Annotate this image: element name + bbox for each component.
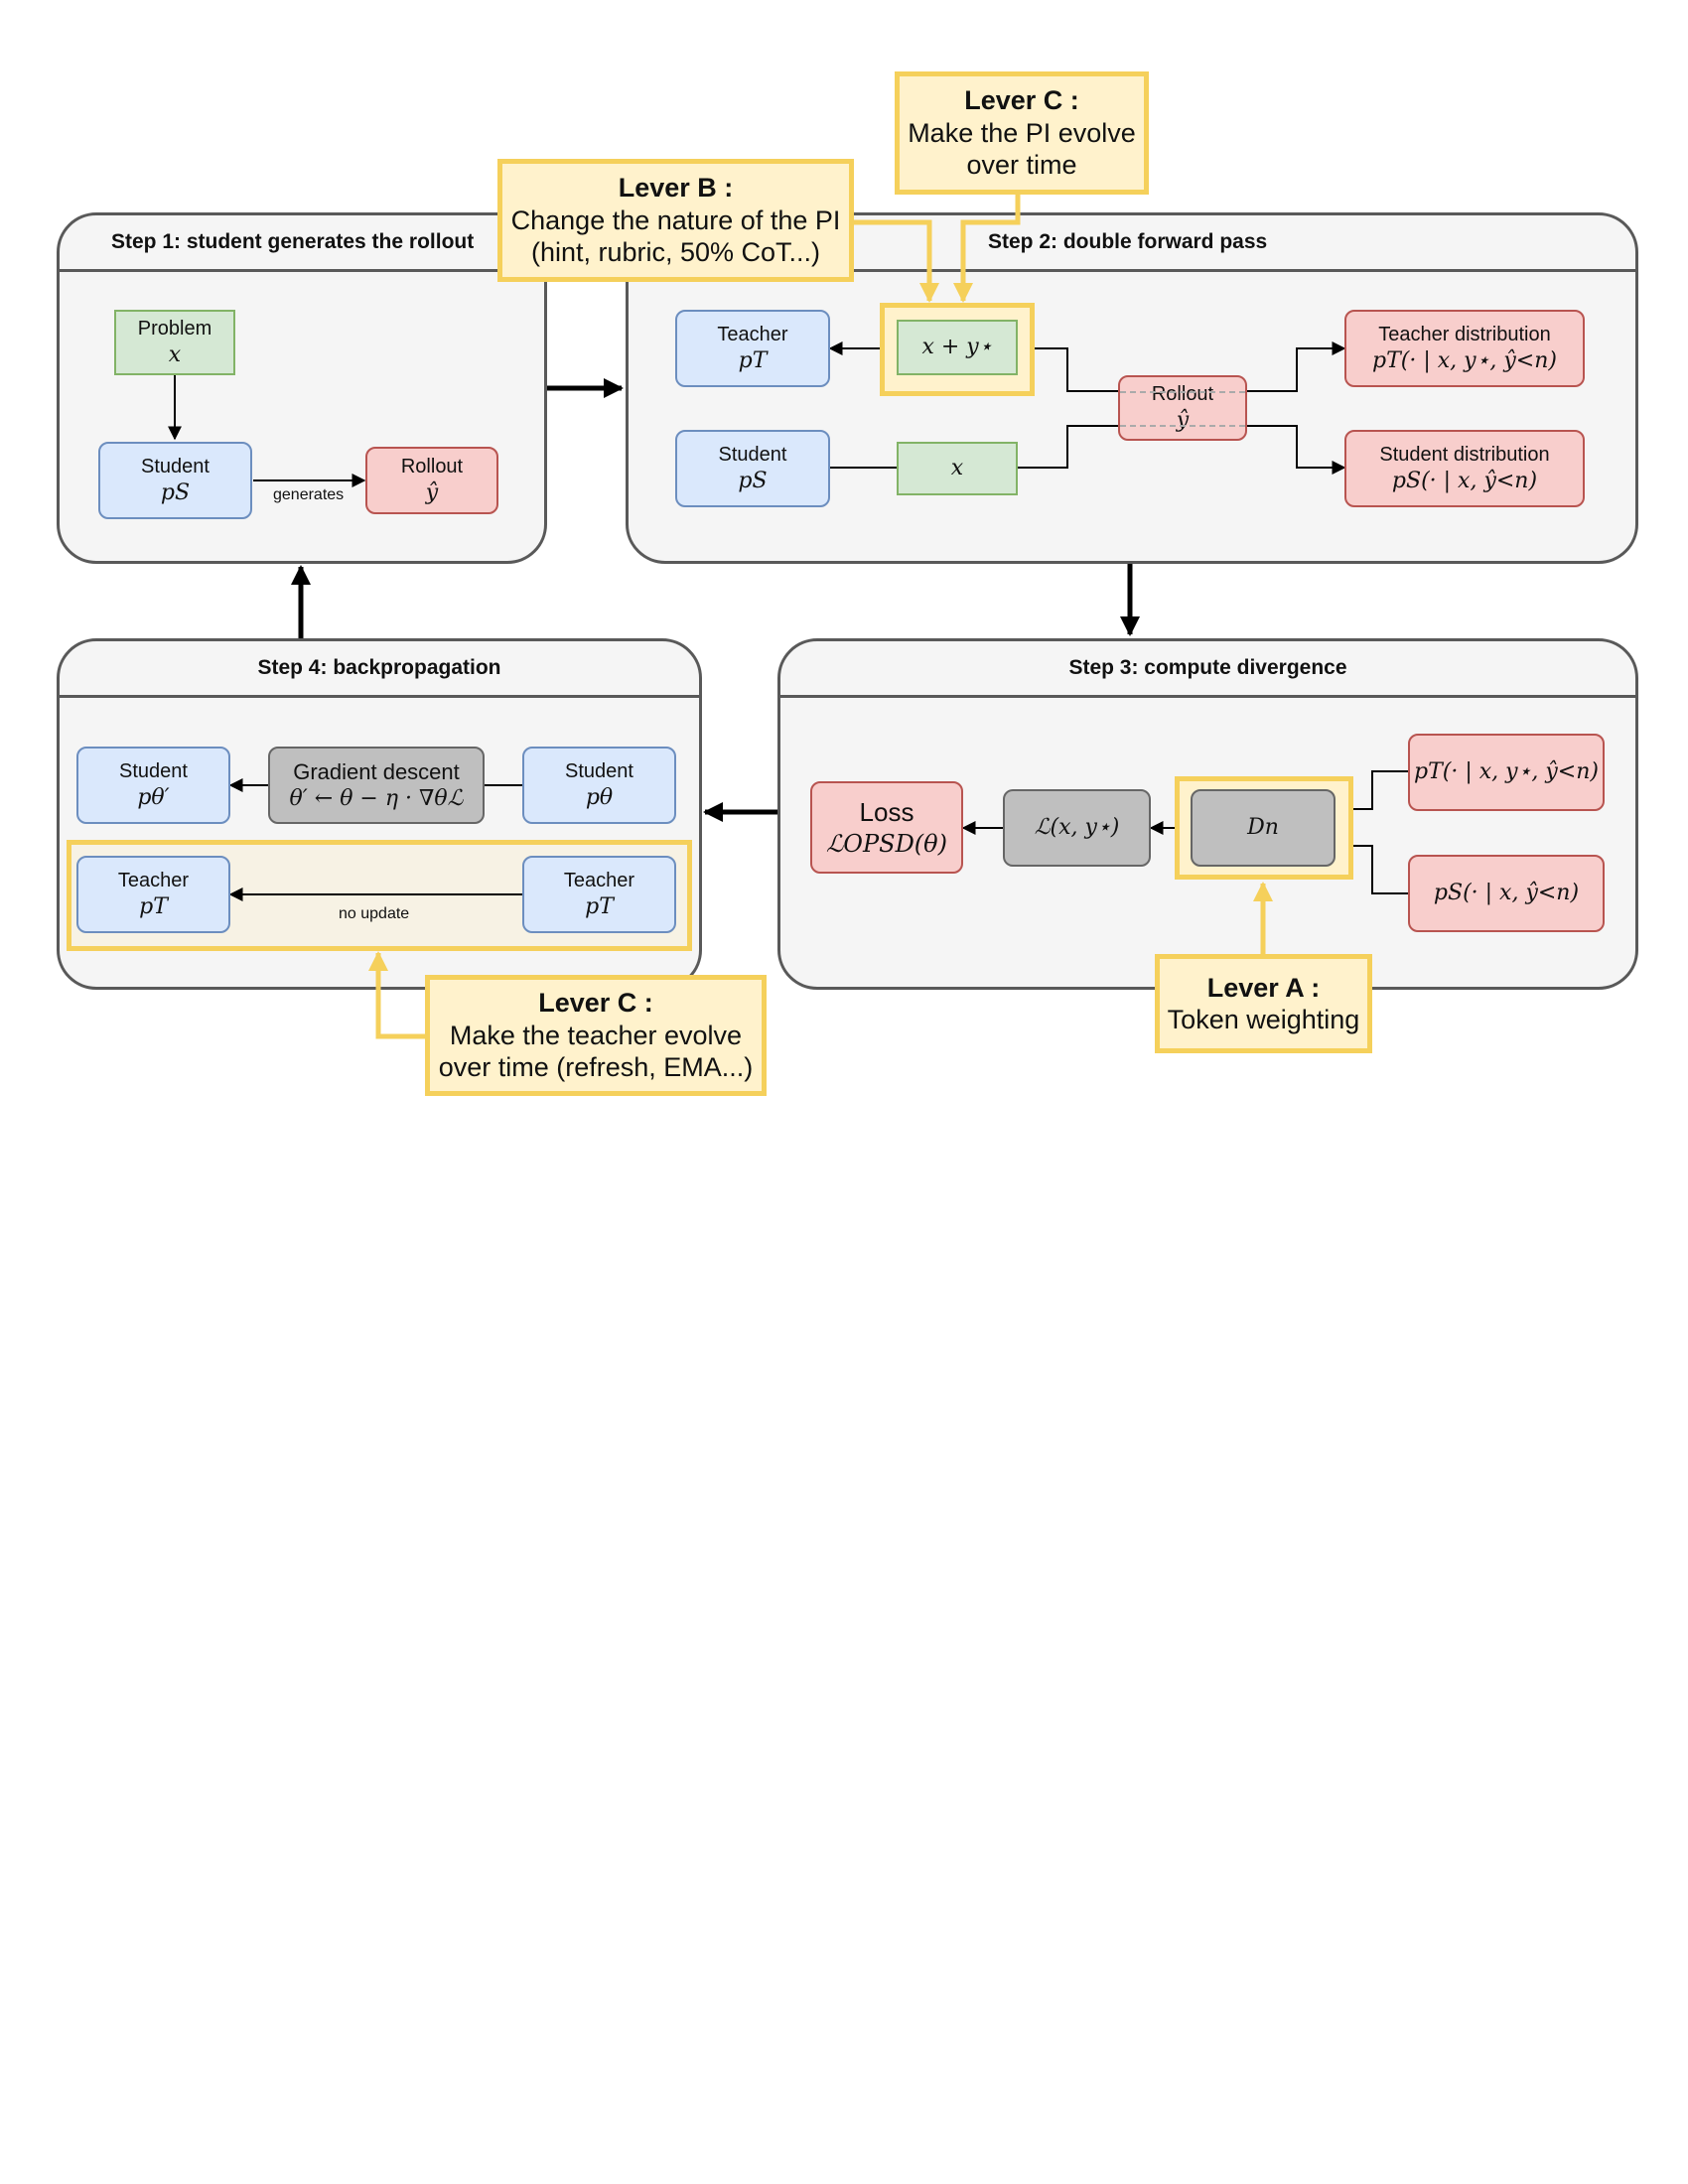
gradient-descent-label: Gradient descent [293,758,460,784]
student-distribution-label: Student distribution [1379,443,1550,466]
lever-c-bottom-line2: over time (refresh, EMA...) [438,1052,754,1083]
student-old-math: pθ [585,784,614,810]
teacher-math: pT [738,347,768,373]
lever-c-top-line2: over time [966,150,1077,181]
student-input-dist-node: pS(· | x, ŷ<n) [1408,855,1605,932]
edge-student-input-to-rollout [1018,425,1118,469]
rollout-label-step2: Rollout [1151,382,1214,405]
step2-header: Step 2: double forward pass [629,215,1635,272]
student-old-label: Student [565,759,633,782]
objective-math: ℒ(x, y⋆) [1034,815,1120,841]
problem-math: x [168,341,182,367]
lever-a-text: Token weighting [1167,1005,1360,1034]
divergence-node: Dn [1191,789,1336,867]
problem-label: Problem [137,317,212,340]
no-update-edge-label: no update [339,905,410,922]
lever-c-top: Lever C : Make the PI evolve over time [895,71,1149,195]
teacher-distribution-label: Teacher distribution [1378,323,1551,345]
teacher-input-math: x + y⋆ [921,335,993,360]
edge-rollout-to-student-dist [1247,425,1346,475]
edge-rollout-to-teacher-dist [1247,341,1346,392]
gradient-descent-node: Gradient descent θ′ ← θ − η · ∇θℒ [268,747,485,824]
edge-teacher-input-to-rollout [1018,347,1118,392]
student-input-math: x [950,456,964,481]
teacher-label: Teacher [717,323,788,345]
edge-teacher-in-to-divergence [1336,770,1408,810]
rollout-dashed-guides [1120,391,1245,427]
student-label: Student [141,455,210,478]
lever-c-bottom-title: Lever C : [538,988,653,1019]
student-input-node: x [897,442,1018,495]
student-old-node: Student pθ [522,747,676,824]
divergence-math: Dn [1247,815,1279,841]
teacher-new-node: Teacher pT [76,856,230,933]
lever-c-top-connector [953,194,1021,303]
lever-c-bottom: Lever C : Make the teacher evolve over t… [425,975,767,1096]
problem-node: Problem x [114,310,235,375]
rollout-math-step2: ŷ [1176,407,1190,433]
teacher-distribution-math: pT(· | x, y⋆, ŷ<n) [1372,347,1557,373]
lever-b-line2: (hint, rubric, 50% CoT...) [530,237,821,268]
student-math-step2: pS [738,468,768,493]
student-node-step2: Student pS [675,430,830,507]
teacher-input-node: x + y⋆ [897,320,1018,375]
student-label-step2: Student [718,443,787,466]
student-node-step1: Student pS [98,442,252,519]
student-new-node: Student pθ′ [76,747,230,824]
step4-header: Step 4: backpropagation [60,641,699,698]
lever-c-bottom-connector [368,951,425,1039]
step3-header: Step 3: compute divergence [780,641,1635,698]
rollout-node-step1: Rollout ŷ [365,447,498,514]
teacher-input-dist-node: pT(· | x, y⋆, ŷ<n) [1408,734,1605,811]
rollout-label: Rollout [400,455,464,478]
teacher-new-label: Teacher [117,869,190,891]
teacher-new-math: pT [139,893,168,919]
lever-c-top-line1: Make the PI evolve [908,117,1136,148]
teacher-input-dist-math: pT(· | x, y⋆, ŷ<n) [1414,759,1599,785]
loss-math: ℒOPSD(θ) [826,829,947,858]
objective-node: ℒ(x, y⋆) [1003,789,1151,867]
teacher-old-math: pT [585,893,614,919]
rollout-math: ŷ [425,479,439,505]
student-new-label: Student [119,759,188,782]
student-distribution-math: pS(· | x, ŷ<n) [1391,468,1538,493]
lever-a: Lever A : Token weighting [1155,954,1372,1053]
step1-title: Step 1: student generates the rollout [111,230,475,253]
lever-b-title: Lever B : [618,173,734,204]
loss-node: Loss ℒOPSD(θ) [810,781,963,874]
edge-student-in-to-divergence [1336,845,1408,894]
rollout-node-step2: Rollout ŷ [1118,375,1247,441]
generates-edge-label: generates [273,486,345,503]
teacher-node-step2: Teacher pT [675,310,830,387]
student-input-dist-math: pS(· | x, ŷ<n) [1433,881,1580,906]
lever-c-top-title: Lever C : [964,85,1079,116]
gradient-descent-math: θ′ ← θ − η · ∇θℒ [289,786,464,811]
step2-title: Step 2: double forward pass [988,230,1268,253]
lever-c-bottom-line1: Make the teacher evolve [449,1020,743,1050]
teacher-old-node: Teacher pT [522,856,676,933]
student-new-math: pθ′ [137,784,170,810]
student-math: pS [160,479,191,505]
step1-header: Step 1: student generates the rollout [60,215,544,272]
teacher-distribution-node: Teacher distribution pT(· | x, y⋆, ŷ<n) [1344,310,1585,387]
lever-a-title: Lever A : [1206,972,1321,1003]
student-distribution-node: Student distribution pS(· | x, ŷ<n) [1344,430,1585,507]
step4-title: Step 4: backpropagation [257,656,501,679]
step3-title: Step 3: compute divergence [1068,656,1347,679]
teacher-old-label: Teacher [563,869,635,891]
lever-b: Lever B : Change the nature of the PI (h… [497,159,854,282]
lever-b-line1: Change the nature of the PI [510,205,841,235]
lever-b-connector [854,219,939,303]
loss-label: Loss [859,797,914,828]
